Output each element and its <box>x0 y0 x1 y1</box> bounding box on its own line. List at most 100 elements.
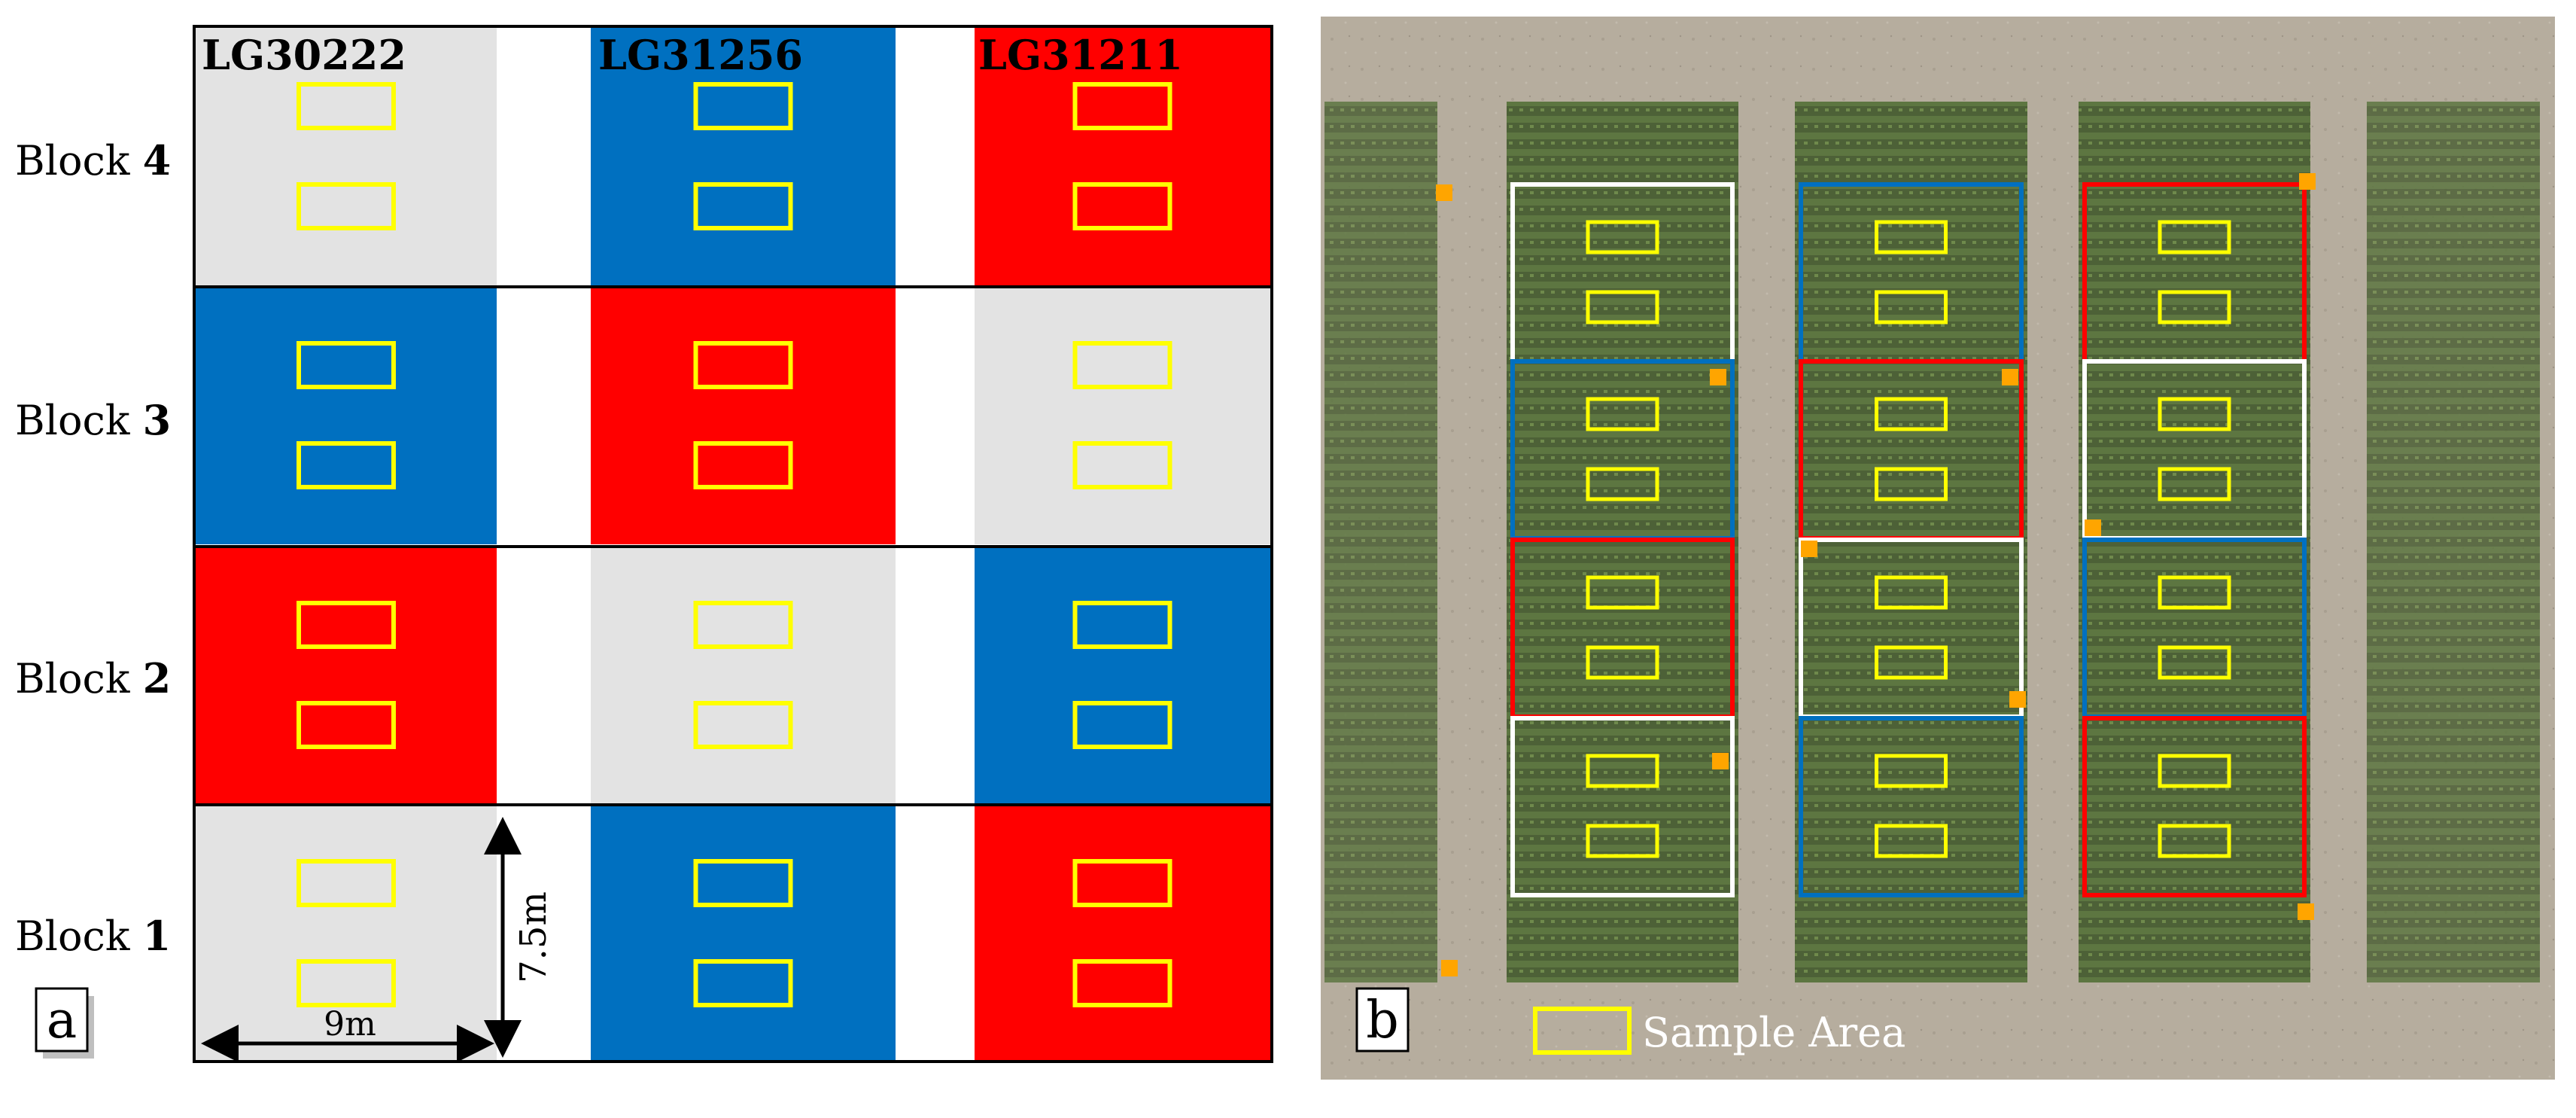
sample-area-block-1-col-2-1 <box>693 859 793 907</box>
sample-area-block-3-col-2-2 <box>693 441 793 489</box>
aerial-sample-area-block-2-col-1-1 <box>1586 575 1659 610</box>
panel-b-aerial-image: Sample Area b <box>1321 17 2555 1080</box>
aerial-sample-area-block-2-col-1-2 <box>1586 645 1659 680</box>
panel-label-a: a <box>47 991 78 1050</box>
ground-control-markers <box>1436 173 2316 976</box>
aerial-sample-area-block-3-col-2-2 <box>1875 467 1948 501</box>
column-header-3: LG31211 <box>978 31 1183 79</box>
row-label-block-2: Block 2 <box>15 654 171 702</box>
sample-area-block-3-col-2-1 <box>693 341 793 389</box>
plot-block-2-col-2 <box>591 547 896 804</box>
plot-block-3-col-2 <box>591 287 896 544</box>
row-label-block-1: Block 1 <box>15 912 171 960</box>
aerial-sample-area-block-4-col-3-1 <box>2158 220 2231 254</box>
plot-block-2-col-3 <box>975 547 1270 804</box>
plot-outline-block-1-col-3 <box>2082 716 2307 897</box>
row-label-block-4: Block 4 <box>15 136 171 184</box>
sample-area-block-2-col-2-1 <box>693 601 793 649</box>
ground-marker-9 <box>2298 903 2314 920</box>
column-header-1: LG30222 <box>202 31 406 79</box>
sample-area-block-4-col-1-2 <box>297 182 396 230</box>
plot-block-3-col-1 <box>196 287 497 544</box>
aerial-sample-area-block-4-col-1-2 <box>1586 290 1659 324</box>
sample-area-block-4-col-2-1 <box>693 82 793 130</box>
plot-block-4-col-2 <box>591 28 896 285</box>
plot-block-1-col-2 <box>591 805 896 1062</box>
sample-area-block-3-col-3-1 <box>1072 341 1172 389</box>
row-label-block-3: Block 3 <box>15 396 171 444</box>
plot-grid <box>196 28 1270 1062</box>
panel-a-field-layout: LG30222 LG31256 LG31211 Block 4 Block 3 … <box>15 25 1273 1063</box>
sample-area-block-3-col-1-2 <box>297 441 396 489</box>
aerial-sample-area-block-3-col-3-1 <box>2158 397 2231 431</box>
width-dimension-label: 9m <box>324 1005 376 1043</box>
sample-area-block-1-col-2-2 <box>693 959 793 1007</box>
plot-block-1-col-3 <box>975 805 1270 1062</box>
plot-block-4-col-1 <box>196 28 497 285</box>
plot-block-3-col-3 <box>975 287 1270 544</box>
aerial-sample-area-block-1-col-3-1 <box>2158 754 2231 788</box>
aerial-sample-area-block-1-col-2-2 <box>1875 824 1948 858</box>
aerial-sample-area-block-2-col-3-1 <box>2158 575 2231 610</box>
aerial-sample-area-block-1-col-1-1 <box>1586 754 1659 788</box>
sample-area-block-3-col-1-1 <box>297 341 396 389</box>
sample-area-block-3-col-3-2 <box>1072 441 1172 489</box>
panel-label-box-b <box>1355 987 1410 1053</box>
ground-marker-3 <box>1710 369 1726 385</box>
sample-area-block-4-col-2-2 <box>693 182 793 230</box>
plot-outline-block-1-col-2 <box>1799 716 2024 897</box>
aerial-sample-area-block-4-col-2-1 <box>1875 220 1948 254</box>
sample-area-block-2-col-1-2 <box>297 701 396 749</box>
aerial-sample-area-block-1-col-3-2 <box>2158 824 2231 858</box>
ground-marker-8 <box>1712 753 1729 769</box>
aerial-sample-area-block-1-col-2-1 <box>1875 754 1948 788</box>
aerial-sample-area-block-4-col-1-1 <box>1586 220 1659 254</box>
right-edge-crop <box>2367 102 2540 982</box>
column-header-2: LG31256 <box>598 31 803 79</box>
left-edge-crop <box>1324 102 1437 982</box>
sample-area-block-2-col-3-1 <box>1072 601 1172 649</box>
panel-label-b: b <box>1366 991 1399 1050</box>
aerial-sample-area-block-4-col-2-2 <box>1875 290 1948 324</box>
plot-block-4-col-3 <box>975 28 1270 285</box>
aerial-sample-area-block-1-col-1-2 <box>1586 824 1659 858</box>
panel-label-box-a <box>35 987 89 1053</box>
legend-label: Sample Area <box>1642 1009 1905 1056</box>
block-dividers <box>194 285 1272 806</box>
legend-swatch <box>1533 1007 1632 1055</box>
ground-marker-2 <box>2299 173 2316 190</box>
ground-marker-4 <box>2002 369 2018 385</box>
ground-marker-1 <box>1436 184 1452 201</box>
sample-area-block-2-col-2-2 <box>693 701 793 749</box>
aerial-sample-area-block-2-col-2-2 <box>1875 645 1948 680</box>
ground-marker-6 <box>1801 541 1817 557</box>
sample-areas <box>1586 220 2231 858</box>
sample-area-block-4-col-1-1 <box>297 82 396 130</box>
plot-block-2-col-1 <box>196 547 497 804</box>
sample-area-block-4-col-3-1 <box>1072 82 1172 130</box>
ground-marker-10 <box>1441 960 1458 976</box>
sample-area-block-1-col-1-2 <box>297 959 396 1007</box>
sample-area-block-1-col-1-1 <box>297 859 396 907</box>
aerial-sample-area-block-3-col-1-1 <box>1586 397 1659 431</box>
height-dimension-label: 7.5m <box>512 891 555 983</box>
ground-marker-7 <box>2009 691 2026 708</box>
sample-area-block-2-col-1-1 <box>297 601 396 649</box>
aerial-sample-area-block-3-col-3-2 <box>2158 467 2231 501</box>
plot-block-1-col-1 <box>196 805 497 1062</box>
sample-area-block-4-col-3-2 <box>1072 182 1172 230</box>
sample-area-block-1-col-3-1 <box>1072 859 1172 907</box>
aerial-sample-area-block-2-col-2-1 <box>1875 575 1948 610</box>
plot-outline-block-1-col-1 <box>1510 716 1735 897</box>
grid-border <box>193 25 1273 1063</box>
aerial-sample-area-block-2-col-3-2 <box>2158 645 2231 680</box>
treatment-plot-outlines <box>1510 182 2307 897</box>
sample-area-block-1-col-3-2 <box>1072 959 1172 1007</box>
ground-marker-5 <box>2085 519 2101 536</box>
sample-area-block-2-col-3-2 <box>1072 701 1172 749</box>
aerial-sample-area-block-3-col-2-1 <box>1875 397 1948 431</box>
aerial-sample-area-block-4-col-3-2 <box>2158 290 2231 324</box>
aerial-sample-area-block-3-col-1-2 <box>1586 467 1659 501</box>
sample-areas <box>297 82 1172 1007</box>
